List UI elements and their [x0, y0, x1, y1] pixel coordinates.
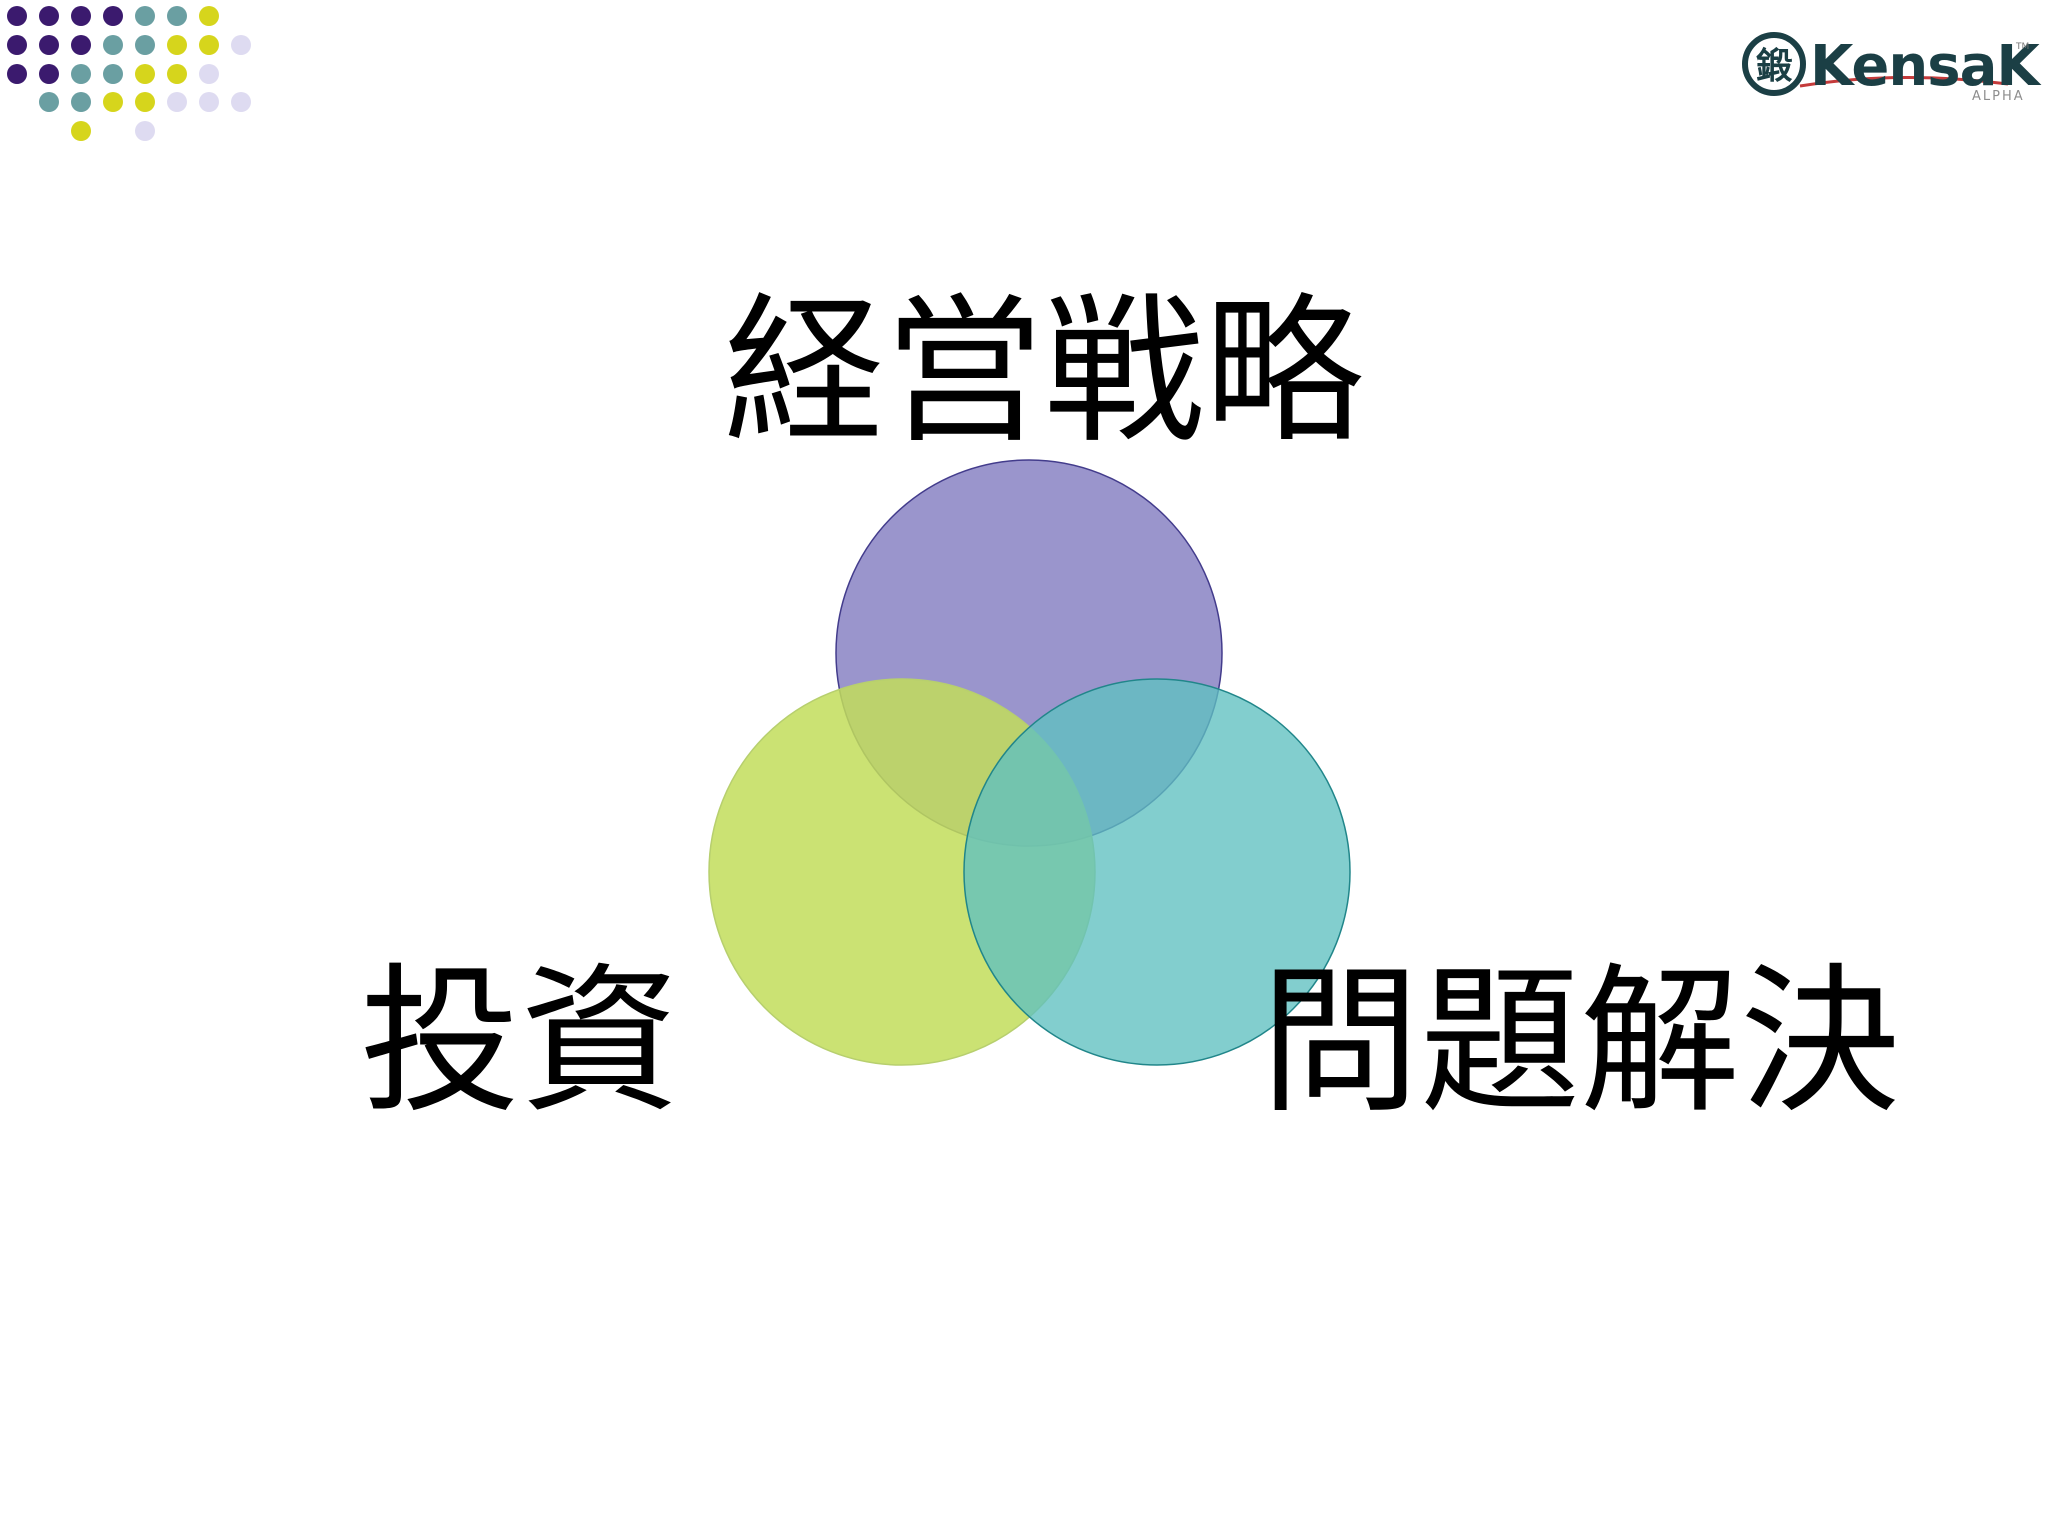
- logo-subtitle: ALPHA: [1972, 89, 2025, 104]
- dot: [167, 6, 187, 26]
- dot: [167, 35, 187, 55]
- dot: [71, 6, 91, 26]
- label-strategy: 経営戦略: [724, 278, 1365, 465]
- dot: [135, 35, 155, 55]
- dot: [39, 64, 59, 84]
- dot: [135, 6, 155, 26]
- dot: [71, 64, 91, 84]
- dot: [39, 6, 59, 26]
- logo-emblem: [1742, 32, 1806, 96]
- dot: [135, 121, 155, 141]
- dot: [71, 121, 91, 141]
- decorative-dot-grid: [7, 6, 251, 141]
- logo-trademark: TM: [2016, 42, 2030, 52]
- dot: [39, 92, 59, 112]
- dot: [71, 35, 91, 55]
- venn-circle-problem-solving: [963, 678, 1351, 1066]
- dot: [103, 64, 123, 84]
- dot: [135, 64, 155, 84]
- dot: [199, 35, 219, 55]
- dot: [199, 6, 219, 26]
- dot: [199, 92, 219, 112]
- dot: [103, 92, 123, 112]
- logo-name: KensaK: [1810, 34, 2040, 99]
- dot: [71, 92, 91, 112]
- dot: [231, 92, 251, 112]
- kensak-logo: 鍛 KensaK TM ALPHA: [1740, 26, 2040, 116]
- dot: [135, 92, 155, 112]
- label-problem-solving: 問題解決: [1260, 948, 1901, 1135]
- dot: [39, 35, 59, 55]
- label-investment: 投資: [360, 948, 681, 1135]
- dot: [231, 35, 251, 55]
- dot: [7, 35, 27, 55]
- dot: [7, 6, 27, 26]
- dot: [199, 64, 219, 84]
- dot: [103, 35, 123, 55]
- dot: [103, 6, 123, 26]
- dot: [167, 92, 187, 112]
- logo-swoosh: [1799, 75, 2009, 88]
- logo-emblem-mark: 鍛: [1756, 45, 1793, 87]
- dot: [7, 64, 27, 84]
- dot: [167, 64, 187, 84]
